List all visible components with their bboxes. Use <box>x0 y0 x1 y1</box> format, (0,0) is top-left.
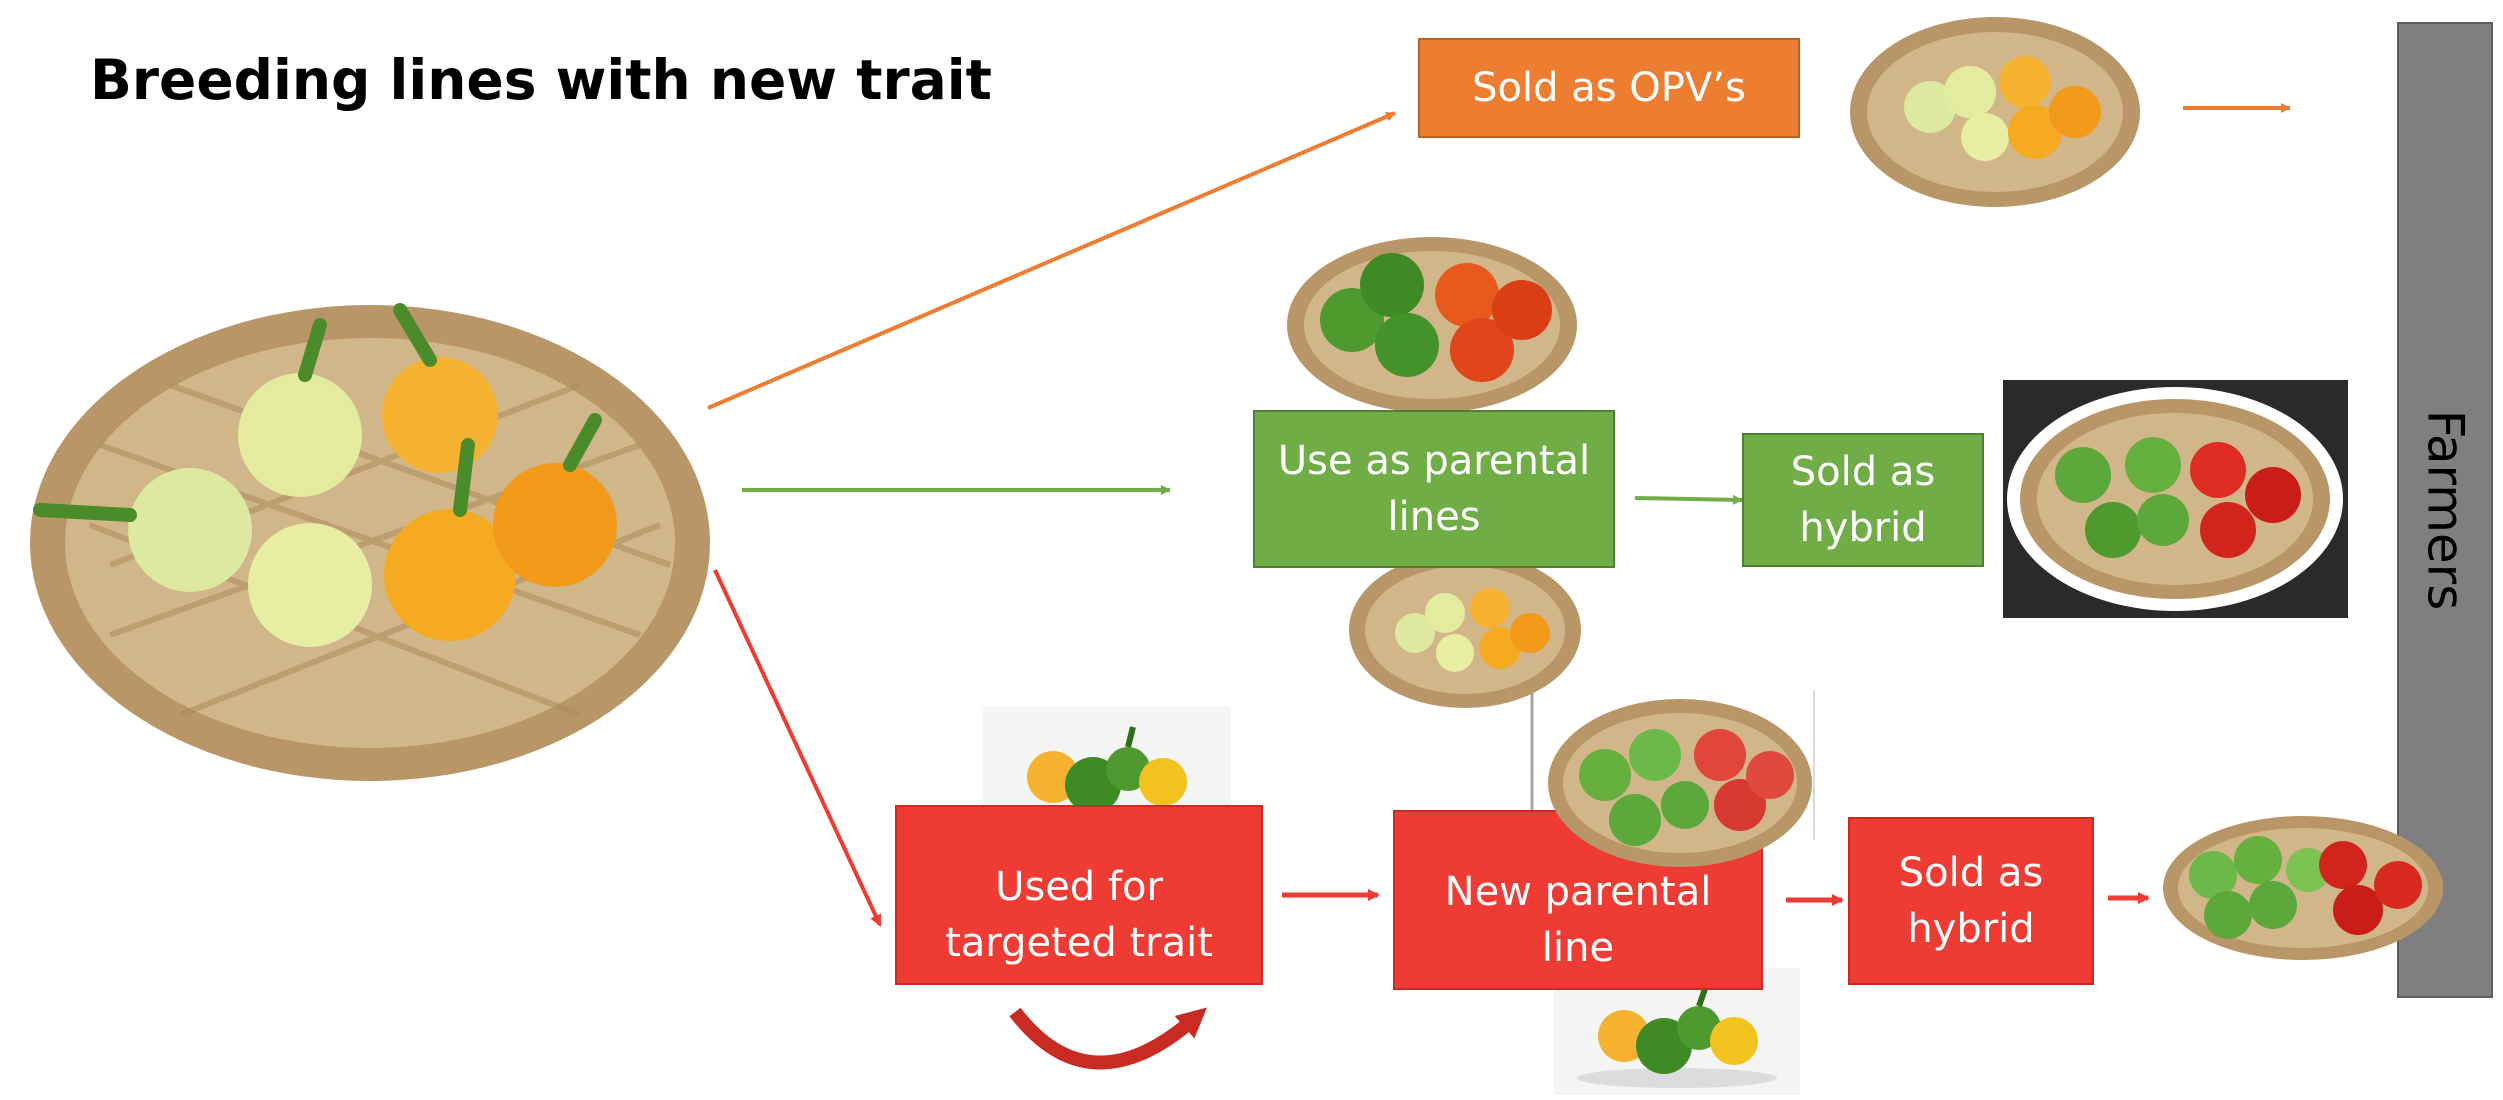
box-sold-as-opv-label: Sold as OPV’s <box>1472 65 1746 111</box>
pepper-basket-mixed-hybrid <box>2163 816 2443 960</box>
farmers-label: Farmers <box>2416 409 2474 611</box>
pepper-basket-green-red <box>1287 237 1577 413</box>
diagram-title: Breeding lines with new trait <box>90 48 992 112</box>
box-used-for-targeted-trait-label: Used for targeted trait <box>945 864 1213 966</box>
pepper-basket-yellow-mid <box>1349 552 1581 708</box>
box-sold-as-hybrid-green-label: Sold as hybrid <box>1790 449 1936 551</box>
pepper-basket-green-red-2 <box>1548 699 1812 867</box>
hybrid-photo-frame <box>2003 380 2348 618</box>
box-use-as-parental-lines-label: Use as parental lines <box>1277 438 1591 540</box>
box-use-as-parental-lines: Use as parental lines <box>1253 410 1615 568</box>
pepper-basket-yellow-large <box>30 303 710 781</box>
box-new-parental-line-label: New parental line <box>1444 869 1712 971</box>
box-sold-as-hybrid-green: Sold as hybrid <box>1742 433 1984 567</box>
box-sold-as-hybrid-red: Sold as hybrid <box>1848 817 2094 985</box>
arrow-to-targeted <box>713 569 882 927</box>
arrow-parental-to-hybrid <box>1634 494 1743 505</box>
box-sold-as-opv: Sold as OPV’s <box>1418 38 1800 138</box>
pepper-basket-yellow-small <box>1850 17 2140 207</box>
box-sold-as-hybrid-red-label: Sold as hybrid <box>1898 850 2044 952</box>
box-used-for-targeted-trait: Used for targeted trait <box>895 805 1263 985</box>
pepper-group-photo-2 <box>1577 985 1777 1088</box>
farmers-bar: Farmers <box>2397 22 2493 998</box>
pepper-basket-hybrid-green-red <box>2003 380 2348 618</box>
loop-arrow <box>1009 1007 1208 1070</box>
arrow-to-opv <box>707 111 1396 410</box>
